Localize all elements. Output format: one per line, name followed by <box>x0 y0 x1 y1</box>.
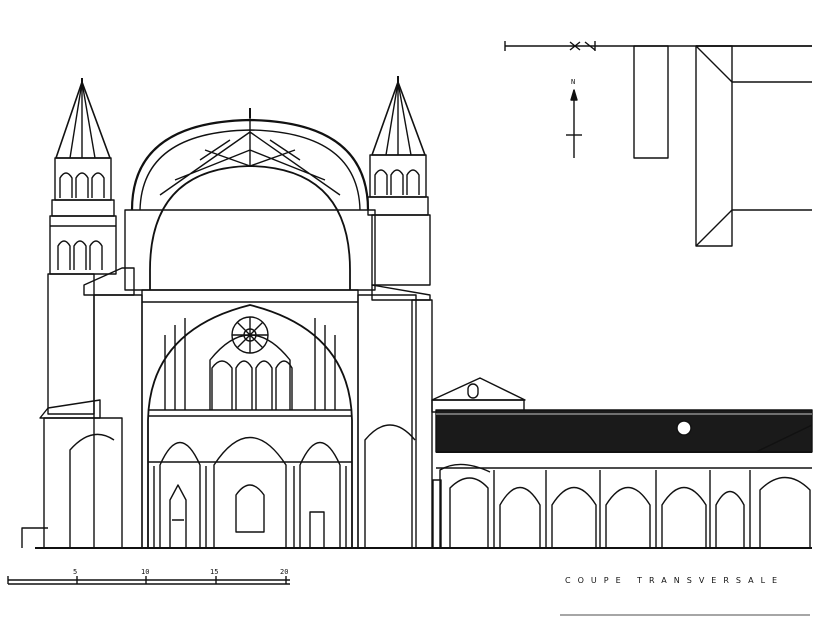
scale-label-15: 15 <box>210 568 218 576</box>
cloister-roof <box>435 409 813 453</box>
scale-label-5: 5 <box>73 568 77 576</box>
left-tower <box>49 78 117 275</box>
left-aisle-wall <box>39 267 135 549</box>
cloister-gallery <box>431 377 813 549</box>
central-nave <box>93 108 417 549</box>
right-tower <box>367 76 431 286</box>
drawing-title: COUPE TRANSVERSALE <box>565 576 784 585</box>
plan-key-fragment <box>504 41 812 247</box>
scale-bar <box>7 576 290 585</box>
scale-label-20: 20 <box>280 568 288 576</box>
right-aisle-wall <box>364 284 433 549</box>
scale-label-10: 10 <box>141 568 149 576</box>
left-plinth <box>21 527 48 548</box>
north-label: N <box>571 78 575 86</box>
north-arrow <box>566 89 582 158</box>
